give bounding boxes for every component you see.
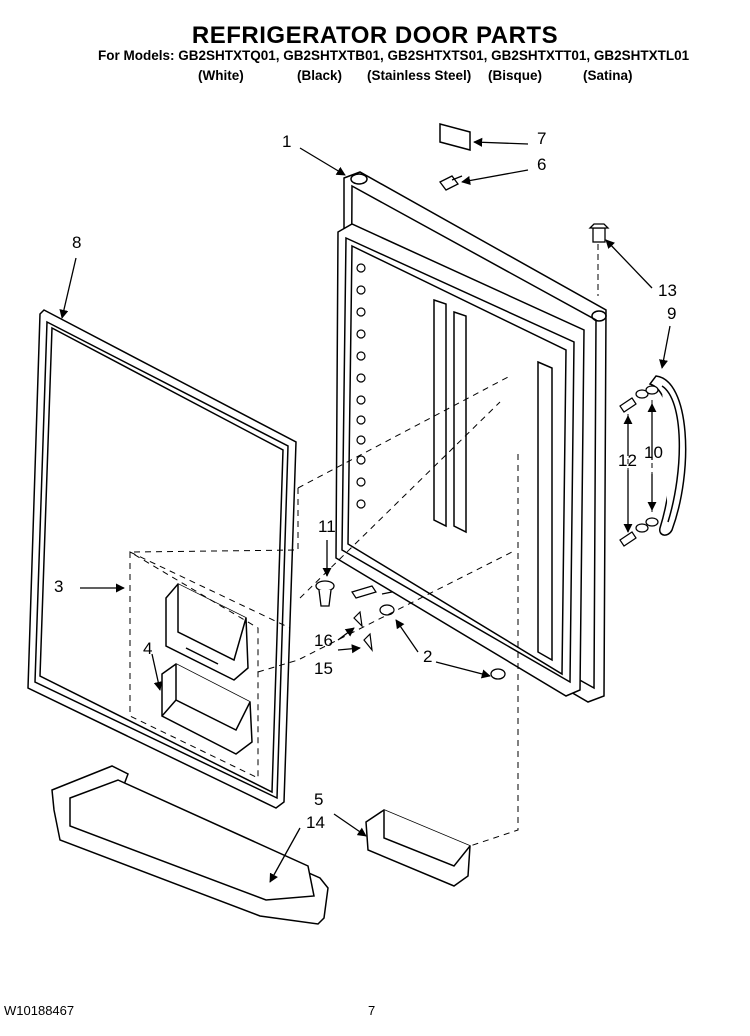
- callout-10: 10: [644, 443, 663, 462]
- models-line: For Models: GB2SHTXTQ01, GB2SHTXTB01, GB…: [98, 48, 690, 63]
- document-number: W10188467: [4, 1003, 75, 1018]
- bushing-part-13: [588, 223, 610, 243]
- bolt-part-11: [315, 580, 335, 607]
- washer-part-2: [490, 668, 506, 680]
- screws-part-15: [353, 610, 373, 653]
- hinge-part-16: [351, 585, 395, 616]
- callout-4: 4: [143, 639, 153, 658]
- variant-black: (Black): [297, 68, 343, 83]
- callout-16: 16: [314, 631, 333, 650]
- callout-13: 13: [658, 281, 677, 300]
- handle-spacers-part-10: [635, 385, 659, 533]
- callout-9: 9: [667, 304, 677, 323]
- door-bin-part-5: [365, 809, 471, 887]
- label-part-7: [439, 123, 471, 151]
- callout-6: 6: [537, 155, 547, 174]
- variant-stainless: (Stainless Steel): [367, 68, 472, 83]
- handle-screws-part-12: [619, 397, 637, 547]
- callout-3: 3: [54, 577, 64, 596]
- callout-14: 14: [306, 813, 325, 832]
- callout-8: 8: [72, 233, 82, 252]
- door-frame-part-1: [335, 171, 607, 703]
- variant-bisque: (Bisque): [488, 68, 542, 83]
- dispenser-bin-part-4: [161, 663, 253, 755]
- variant-white: (White): [198, 68, 244, 83]
- bottom-shelf-part-14: [51, 765, 329, 925]
- screw-part-6: [439, 175, 463, 191]
- callout-15: 15: [314, 659, 333, 678]
- shelf-clips: [356, 263, 366, 509]
- variant-satina: (Satina): [583, 68, 633, 83]
- dispenser-bin-part-3: [165, 583, 249, 681]
- callout-5: 5: [314, 790, 324, 809]
- door-panel-part-8: [27, 309, 297, 809]
- page-number: 7: [368, 1003, 376, 1018]
- page-title: REFRIGERATOR DOOR PARTS: [191, 22, 559, 49]
- callout-7: 7: [537, 129, 547, 148]
- callout-2: 2: [423, 647, 433, 666]
- callout-12: 12: [618, 451, 637, 470]
- callout-1: 1: [282, 132, 292, 151]
- callout-11: 11: [318, 517, 336, 536]
- leader-arrows: [59, 137, 671, 883]
- dashed-reference-lines: [129, 375, 519, 847]
- handle-part-9: [648, 375, 687, 536]
